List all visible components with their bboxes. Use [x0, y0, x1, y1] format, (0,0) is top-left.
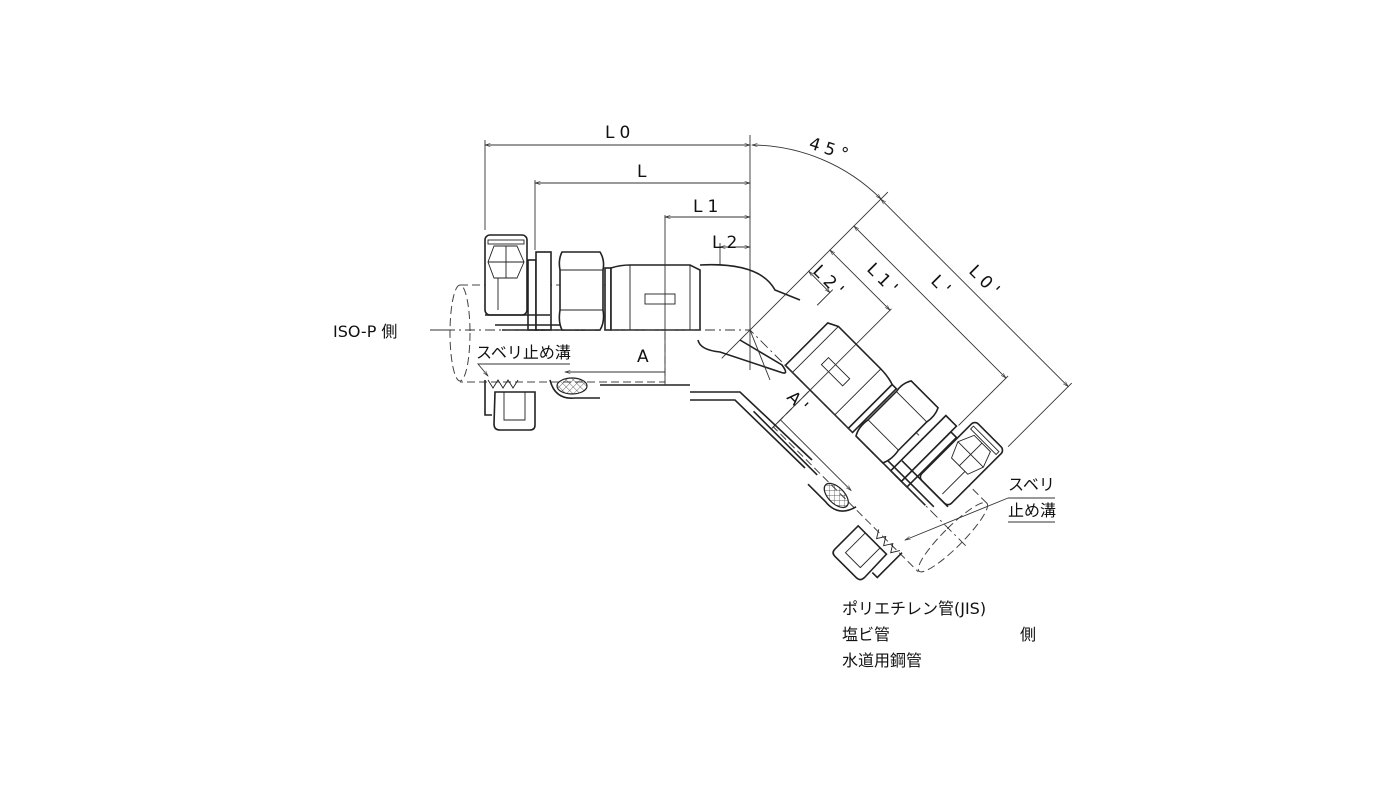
right-side-line-1: ポリエチレン管(JIS) [842, 599, 986, 618]
iso-p-side-label: ISO-P 側 [333, 322, 397, 341]
dim-angle: 45° [806, 134, 855, 167]
polyethylene-side-fitting [679, 192, 1103, 616]
dim-l1-prime: L1' [862, 259, 904, 301]
dim-l1: L1 [693, 197, 723, 217]
dim-l: L [637, 162, 651, 182]
right-groove-label-2: 止め溝 [1008, 501, 1056, 520]
right-side-line-3: 水道用鋼管 [842, 651, 922, 670]
right-side-suffix: 側 [1020, 625, 1036, 644]
dim-l-prime: L' [926, 271, 957, 302]
left-groove-label: スベリ止め溝 [476, 343, 571, 362]
dim-a-prime: A' [782, 387, 815, 420]
angle-arc [751, 143, 882, 200]
dim-l0: L0 [605, 123, 635, 143]
dim-l0-prime: L0' [964, 261, 1006, 303]
dim-l2-prime: L2' [808, 261, 850, 303]
right-side-line-2: 塩ビ管 [842, 625, 890, 644]
elbow-body [690, 263, 813, 469]
dim-a: A [637, 347, 654, 367]
dim-l2: L2 [712, 233, 742, 253]
iso-p-side-fitting [445, 135, 750, 430]
right-groove-label-1: スベリ [1008, 475, 1055, 494]
